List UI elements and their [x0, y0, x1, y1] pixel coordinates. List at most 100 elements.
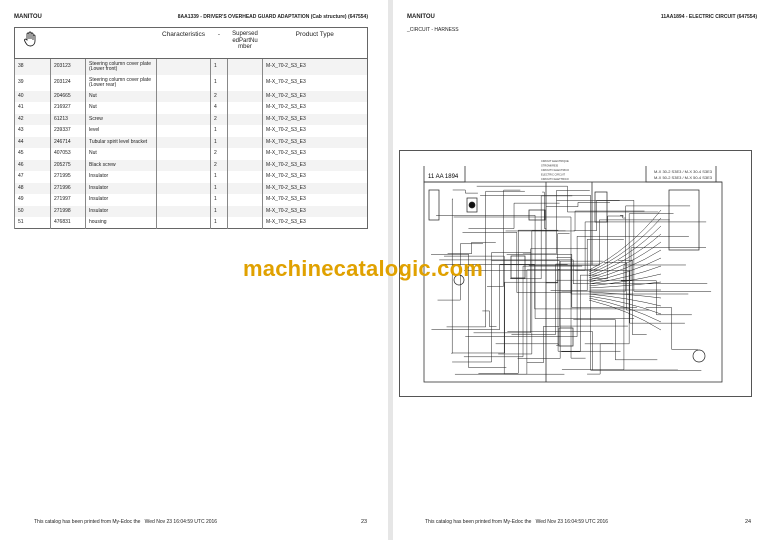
hand-icon[interactable] [14, 27, 51, 59]
wire [574, 270, 685, 324]
table-cell [227, 113, 263, 125]
wire [451, 281, 558, 354]
diagram-title: STROMKREIS [541, 164, 558, 168]
table-cell: 216927 [50, 102, 86, 114]
table-cell: M-X_70-2_S3_E3 [262, 194, 368, 206]
col-qty: - [210, 27, 228, 59]
harness-wire [588, 257, 662, 283]
wire [511, 263, 600, 335]
wire [618, 260, 647, 335]
table-cell [156, 182, 211, 194]
wire [480, 195, 702, 371]
table-cell: housing [85, 217, 157, 229]
table-cell: Black screw [85, 159, 157, 171]
wire [645, 307, 698, 350]
wire [431, 264, 568, 330]
table-cell: Nut [85, 102, 157, 114]
table-cell: 2 [210, 113, 228, 125]
table-cell: M-X_70-2_S3_E3 [262, 58, 368, 75]
harness-wire [588, 293, 662, 307]
table-cell: 1 [210, 205, 228, 217]
harness-wire [588, 291, 662, 299]
diagram-title: CIRCUIT ELECTRIQUE [541, 159, 569, 163]
table-header: Characteristics - Supersed edPartNu mber… [14, 27, 368, 59]
wire [476, 185, 659, 213]
wire [603, 262, 650, 311]
table-cell: M-X_70-2_S3_E3 [262, 136, 368, 148]
table-cell: 61213 [50, 113, 86, 125]
table-cell: M-X_70-2_S3_E3 [262, 182, 368, 194]
table-cell: 2 [210, 148, 228, 160]
table-cell: 43 [14, 125, 51, 137]
table-cell: 45 [14, 148, 51, 160]
wire [620, 215, 626, 219]
table-cell [227, 148, 263, 160]
wire [453, 216, 689, 295]
table-cell: 203124 [50, 74, 86, 91]
col-characteristics: Characteristics [156, 27, 211, 59]
footer-text: This catalog has been printed from My-Ed… [425, 519, 609, 525]
left-page: MANITOU 8AA1339 - DRIVER'S OVERHEAD GUAR… [14, 14, 368, 525]
wire [468, 202, 560, 229]
parts-table: Characteristics - Supersed edPartNu mber… [14, 27, 368, 229]
diagram-models: M-X 30-2 S3E3 / M-X 30-4 S3E3 [654, 169, 713, 174]
wire [556, 257, 586, 359]
table-cell [156, 136, 211, 148]
table-cell: 271995 [50, 171, 86, 183]
table-cell: 204665 [50, 90, 86, 102]
wire [491, 260, 628, 327]
wire [620, 280, 692, 316]
table-cell: 50 [14, 205, 51, 217]
wire [510, 195, 573, 280]
table-cell: 271996 [50, 182, 86, 194]
harness-wire [588, 299, 662, 331]
diagram-ref: 11 AA 1894 [428, 174, 459, 180]
table-cell [156, 113, 211, 125]
wire [591, 215, 624, 279]
table-cell: Insulator [85, 194, 157, 206]
harness-wire [588, 225, 662, 275]
table-cell [156, 74, 211, 91]
harness-wire [588, 233, 662, 277]
wire [528, 219, 670, 266]
table-cell: 205275 [50, 159, 86, 171]
wire [431, 254, 507, 368]
page-subtitle: _CIRCUIT - HARNESS [407, 27, 459, 33]
harness-wire [588, 241, 662, 279]
table-cell: 1 [210, 171, 228, 183]
table-cell: 47 [14, 171, 51, 183]
harness-wire [588, 209, 662, 271]
table-cell: 2 [210, 159, 228, 171]
table-cell: 1 [210, 217, 228, 229]
table-cell: Nut [85, 148, 157, 160]
table-cell [156, 217, 211, 229]
wire [587, 343, 614, 375]
table-cell [156, 102, 211, 114]
wire [452, 252, 531, 363]
harness-wire [588, 273, 662, 287]
table-cell [156, 159, 211, 171]
table-cell [227, 136, 263, 148]
table-cell: M-X_70-2_S3_E3 [262, 205, 368, 217]
table-cell [227, 58, 263, 75]
wire [522, 190, 590, 255]
table-cell: Insulator [85, 171, 157, 183]
harness-wire [588, 297, 662, 323]
table-cell: Screw [85, 113, 157, 125]
table-cell [227, 125, 263, 137]
wire [545, 202, 610, 207]
table-cell: M-X_70-2_S3_E3 [262, 159, 368, 171]
table-cell: 48 [14, 182, 51, 194]
table-cell: 49 [14, 194, 51, 206]
table-cell [227, 159, 263, 171]
wire [439, 259, 708, 284]
table-cell: 476831 [50, 217, 86, 229]
